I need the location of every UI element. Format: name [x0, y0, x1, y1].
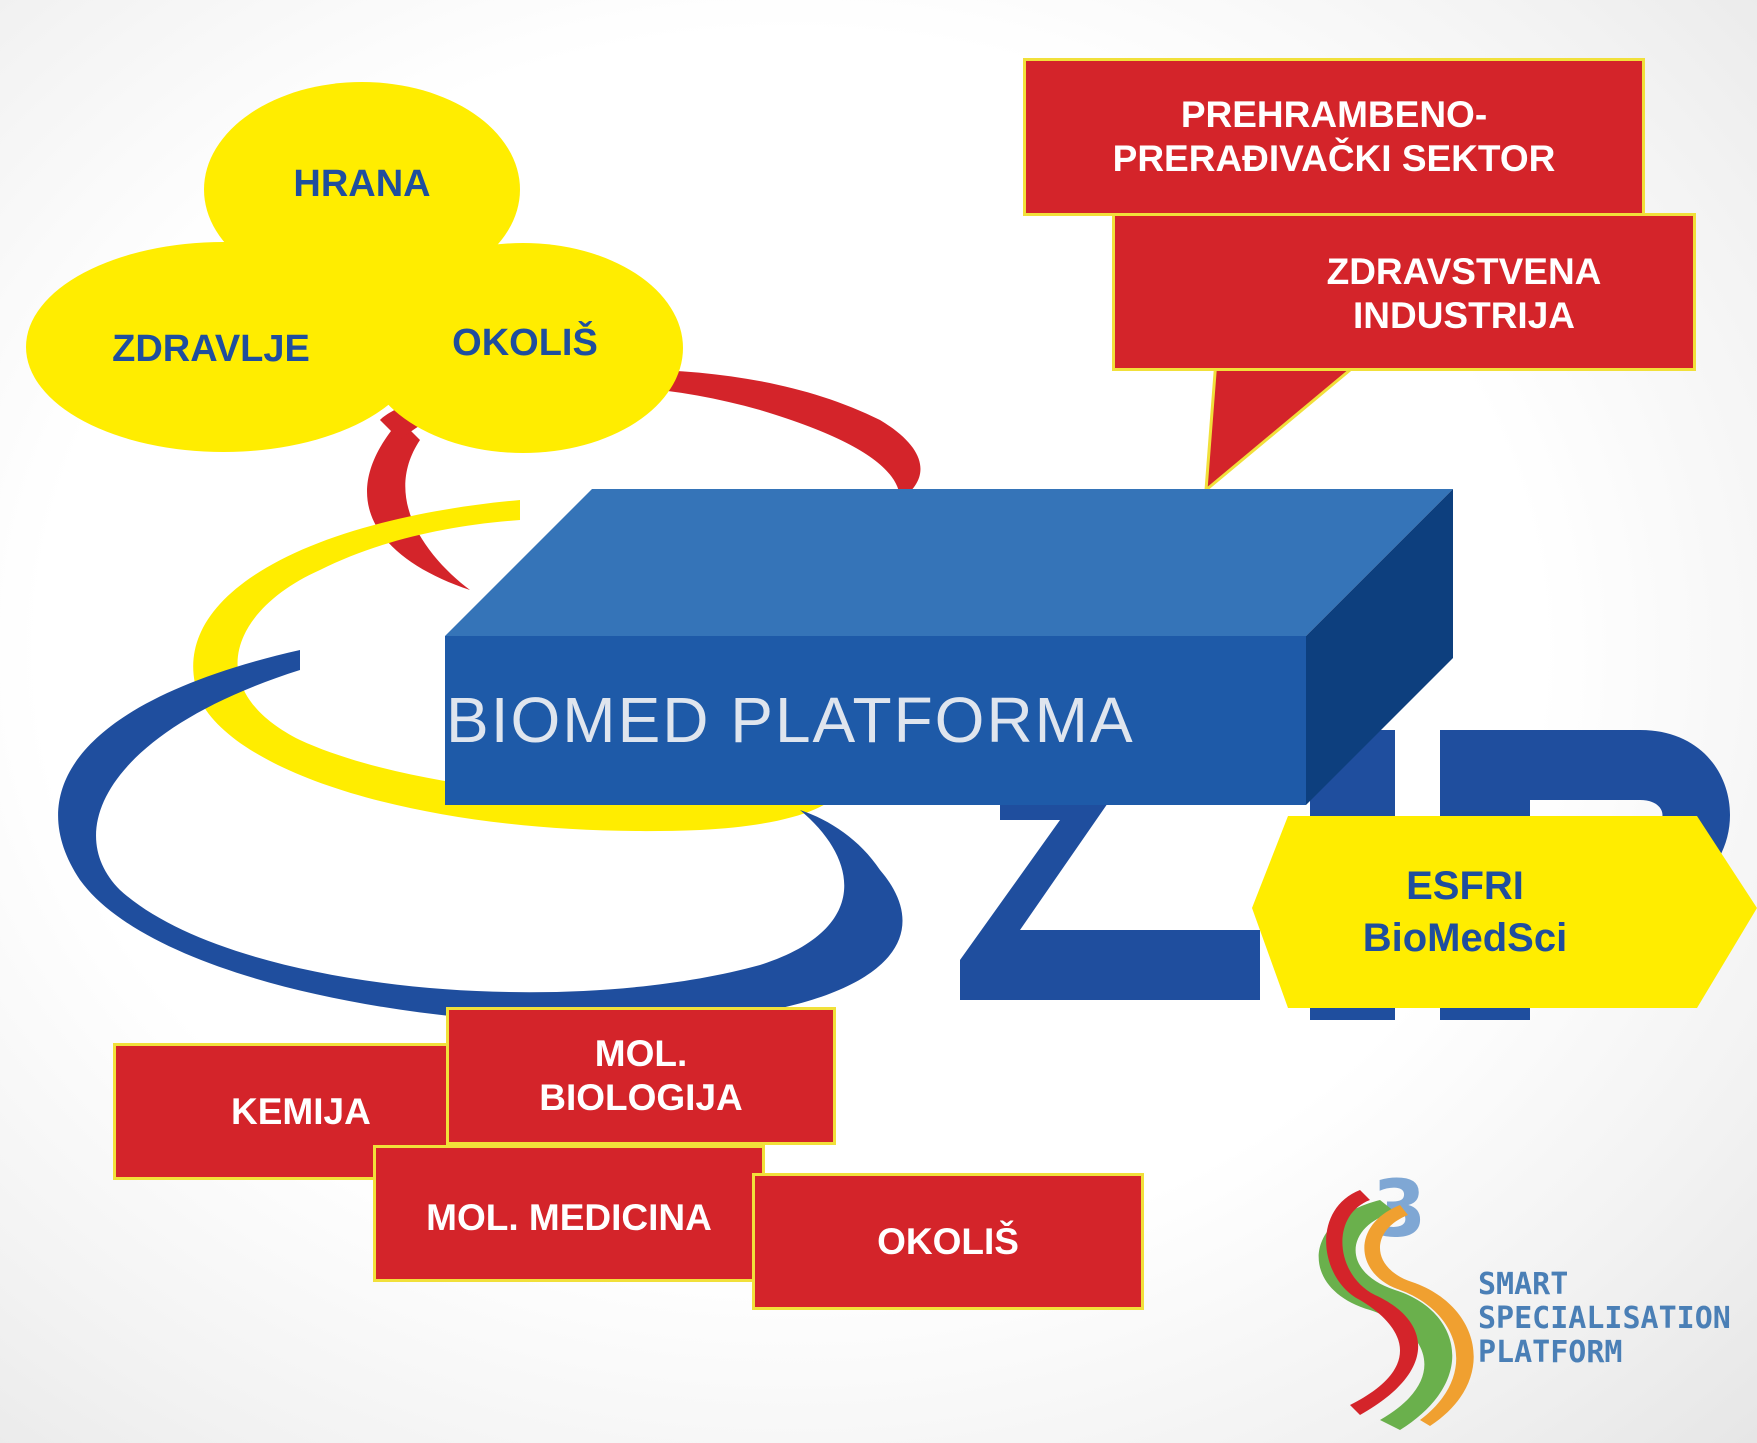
s3-logo-text: SMART SPECIALISATION PLATFORM [1478, 1268, 1731, 1370]
s3-swoosh-orange [1364, 1205, 1474, 1426]
ellipse-label-hrana: HRANA [293, 163, 431, 205]
discipline-mol-medicina-label: MOL. MEDICINA [426, 1197, 712, 1238]
ellipse-label-okolis: OKOLIŠ [452, 322, 598, 364]
ellipse-label-zdravlje: ZDRAVLJE [112, 328, 310, 370]
esfri-line2: BioMedSci [1362, 916, 1568, 960]
esfri-label: ESFRI BioMedSci [1300, 860, 1630, 964]
ellipse-okolis [363, 243, 683, 453]
discipline-okolis-label: OKOLIŠ [877, 1220, 1019, 1262]
sector-zdravstvena-line2: INDUSTRIJA [1352, 295, 1576, 336]
sector-prehrambeno-line1: PREHRAMBENO- [1180, 94, 1488, 135]
platform-side-face [1306, 489, 1453, 805]
ellipse-zdravlje [26, 242, 421, 452]
sector-box-zdravstvena: ZDRAVSTVENA INDUSTRIJA [1112, 213, 1696, 371]
discipline-mol-biologija-line2: BIOLOGIJA [539, 1077, 743, 1118]
sector-prehrambeno-line2: PRERAĐIVAČKI SEKTOR [1112, 138, 1556, 179]
blue-swoosh [58, 650, 903, 1025]
red-swoosh [367, 420, 470, 590]
discipline-mol-biologija-line1: MOL. [594, 1033, 688, 1074]
platform-top-face [445, 489, 1453, 636]
s3-text-line3: PLATFORM [1478, 1335, 1623, 1370]
red-swoosh-upper [380, 369, 921, 500]
s3-swoosh-red [1326, 1190, 1419, 1415]
discipline-kemija-label: KEMIJA [231, 1090, 371, 1132]
s3-text-line2: SPECIALISATION [1478, 1301, 1731, 1336]
esfri-line1: ESFRI [1406, 864, 1524, 908]
discipline-box-mol-biologija: MOL. BIOLOGIJA [446, 1007, 836, 1145]
platform-label: BIOMED PLATFORMA [446, 684, 1135, 756]
discipline-box-kemija: KEMIJA [113, 1043, 453, 1180]
s3-text-line1: SMART [1478, 1267, 1569, 1302]
sector-zdravstvena-line1: ZDRAVSTVENA [1326, 251, 1602, 292]
platform-front-face [445, 636, 1306, 805]
discipline-box-okolis: OKOLIŠ [752, 1173, 1144, 1310]
blue-z-letter [960, 800, 1260, 1000]
discipline-box-mol-medicina: MOL. MEDICINA [373, 1145, 765, 1282]
